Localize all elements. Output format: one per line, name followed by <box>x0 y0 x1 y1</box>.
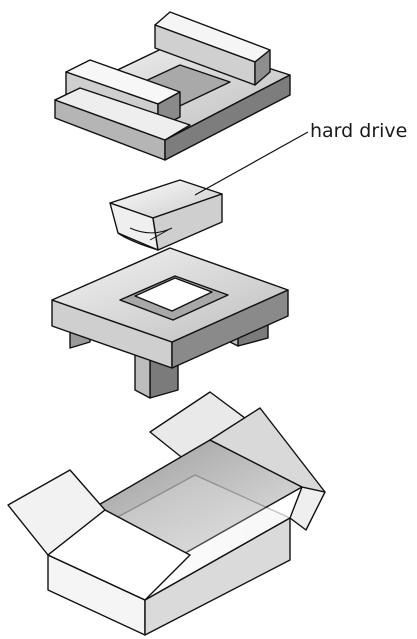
hard-drive-label: hard drive <box>310 120 408 142</box>
shipping-box <box>7 391 326 636</box>
bottom-foam-insert <box>51 247 289 399</box>
hard-drive <box>109 179 223 251</box>
top-foam-insert <box>54 11 291 161</box>
callout-leader-line <box>194 131 309 196</box>
